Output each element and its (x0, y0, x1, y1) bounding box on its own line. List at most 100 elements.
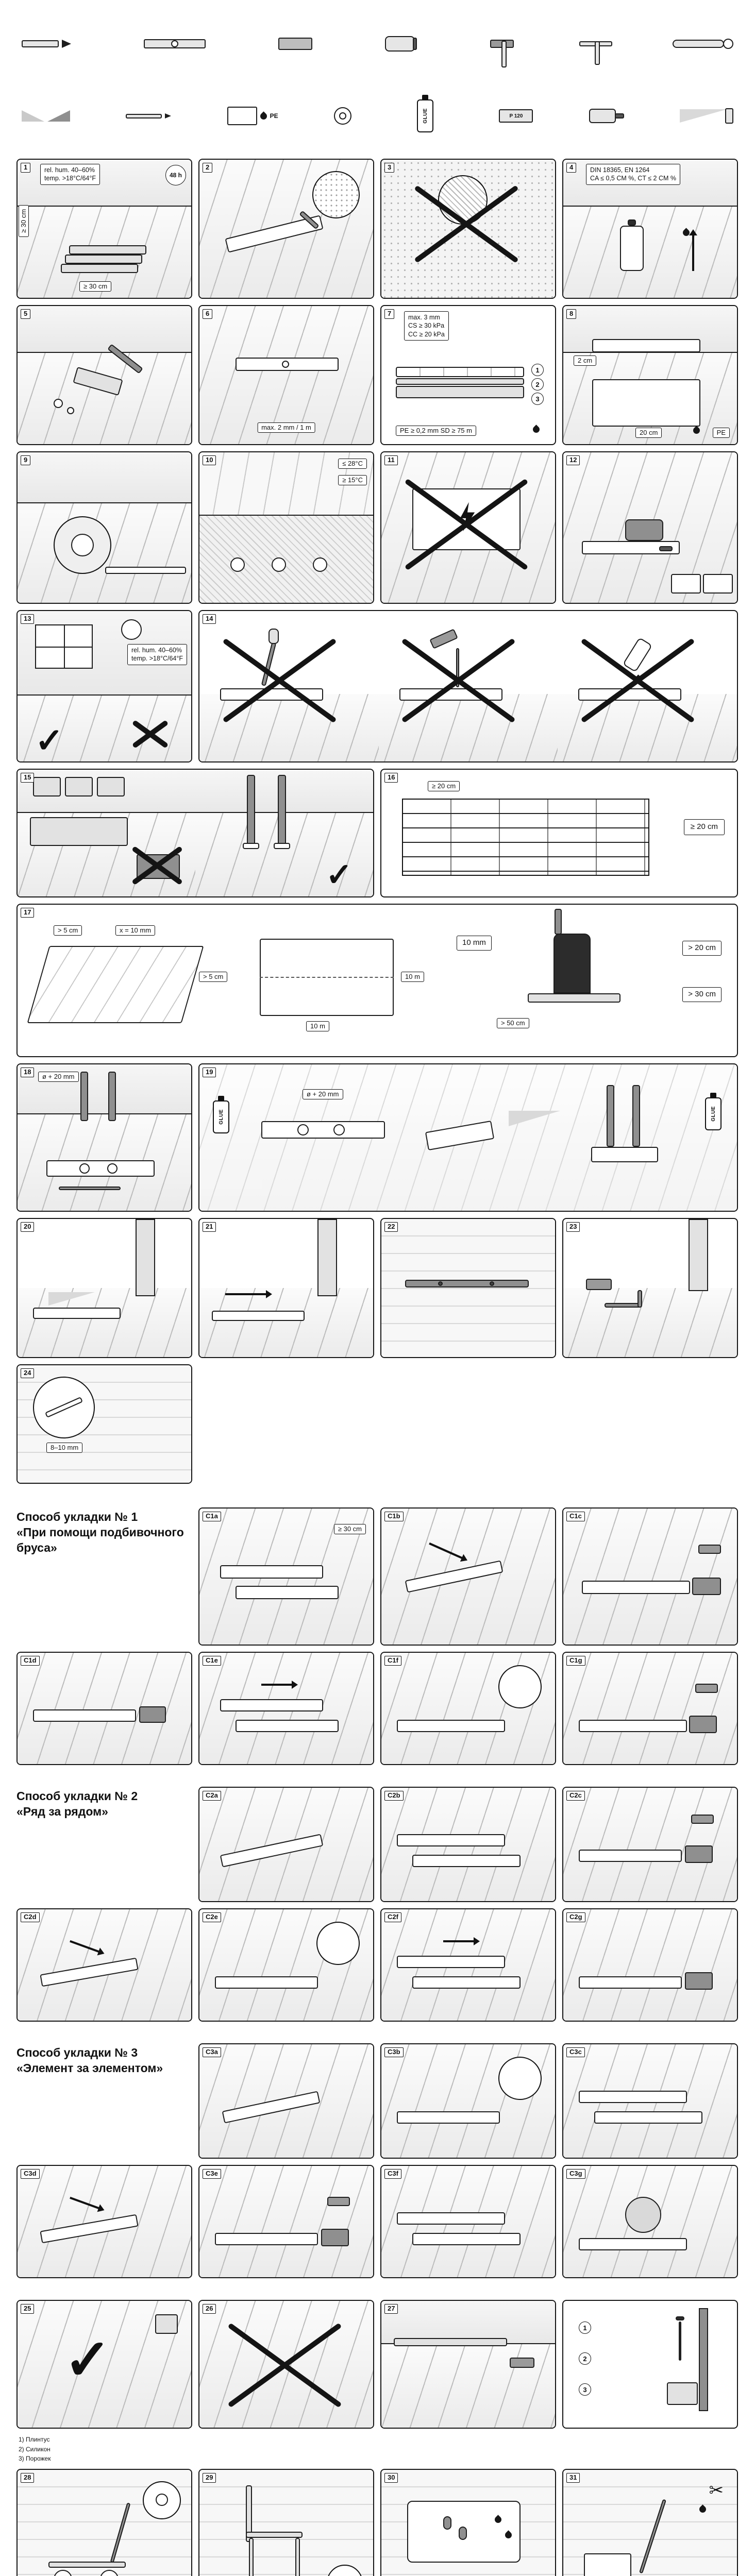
window (35, 624, 93, 669)
tapping-block-icon (685, 1845, 713, 1863)
panel-number: 20 (21, 1222, 35, 1232)
plank-gauge (33, 1308, 121, 1319)
cross-mark-icon (225, 2321, 344, 2409)
pe-film-up-wall (592, 339, 700, 352)
method-1-step-panel: C1g (562, 1652, 738, 1765)
plank (397, 1834, 505, 1846)
panel-18-pipe-holes: 18 ø + 20 mm (16, 1063, 192, 1212)
plank (236, 1586, 339, 1599)
plank (412, 1976, 521, 1989)
legend-line-2: 2) Силикон (19, 2445, 51, 2453)
pe-film-sheet (592, 379, 700, 427)
flooring-package (61, 264, 138, 273)
panel-21-slide-under-frame: 21 (198, 1218, 374, 1358)
try-square-icon (579, 18, 612, 70)
callout-3: 3 (579, 2383, 591, 2396)
tools-row-1 (16, 13, 739, 74)
sandpaper-label: P 120 (509, 113, 523, 119)
detail-lens (498, 2057, 542, 2100)
sanding-block-icon: P 120 (499, 90, 533, 142)
plank (397, 1956, 505, 1968)
bottle-cap (628, 219, 636, 226)
section-2-subtitle: «Ряд за рядом» (16, 1804, 108, 1818)
fitted-plank (591, 1147, 658, 1162)
panel-19-glue-around-pipes: 19 GLUE ø + 20 mm GLUE (198, 1063, 738, 1212)
panel-number: 29 (203, 2472, 216, 2483)
step-tag: C3b (384, 2047, 404, 2057)
stove-distance-label: > 30 cm (682, 987, 722, 1002)
panel-14-forbidden-fixings: 14 (198, 610, 738, 762)
saw-direction-pictogram (703, 574, 733, 594)
panel-22-threshold-profile: 22 (380, 1218, 556, 1358)
plank (236, 1720, 339, 1732)
panel-28-floor-protection: 28 (16, 2468, 192, 2576)
slide-arrow-icon (443, 1937, 480, 1945)
panel-number: 7 (384, 309, 395, 319)
step-tag: C3e (203, 2169, 221, 2179)
tools-row-2: PE GLUE P 120 (16, 86, 739, 146)
check-mark-icon: ✓ (35, 721, 64, 759)
section-3-heading: Способ укладки № 3 «Элемент за элементом… (16, 2043, 192, 2159)
method-1-step-panel: C1d (16, 1652, 192, 1765)
kitchen-counter (30, 817, 128, 846)
panel-number: 22 (384, 1222, 398, 1232)
slide-arrow-icon (225, 1290, 272, 1298)
cross-mark-icon (399, 632, 518, 730)
method-1-step-panel: C1a ≥ 30 cm (198, 1507, 374, 1646)
panel-number: 14 (203, 614, 216, 624)
door-jamb (689, 1219, 708, 1291)
panel-number: 16 (384, 773, 398, 783)
wall-section (699, 2308, 708, 2411)
plank (579, 2238, 687, 2250)
drilled-hole (297, 1124, 309, 1136)
panel-number: 31 (566, 2472, 580, 2483)
plank (33, 1709, 136, 1722)
gap-label: > 5 cm (54, 925, 82, 936)
cross-mark-icon (220, 632, 339, 730)
room-length-label: 10 m (306, 1021, 329, 1032)
section-2-heading: Способ укладки № 2 «Ряд за рядом» (16, 1787, 192, 1902)
callout-1: 1 (579, 2321, 591, 2334)
plank (397, 2111, 500, 2124)
drilled-hole (79, 1163, 90, 1174)
step-tag: C2d (21, 1912, 40, 1922)
method-1-step-panel: C1f (380, 1652, 556, 1765)
hammer-head (695, 1684, 718, 1693)
tapping-block-icon (692, 1578, 721, 1595)
screw-head (490, 1281, 494, 1286)
cross-mark-icon (578, 632, 697, 730)
callout-2: 2 (579, 2352, 591, 2365)
panel-12-sawing: 12 (562, 451, 738, 604)
scissors-icon: ✂ (709, 2480, 724, 2500)
hole-diameter-label: ø + 20 mm (303, 1089, 343, 1100)
method-3-step-panel: C3f (380, 2165, 556, 2278)
layer-underlay (396, 378, 524, 385)
panel-10-underfloor-heating: 10 ≤ 28°C ≥ 15°C (198, 451, 374, 604)
saw-direction-pictogram (671, 574, 701, 594)
climate-infobox: rel. hum. 40–60% temp. >18°C/64°F (127, 644, 187, 665)
no-nails-cell (378, 611, 558, 761)
gap-size-label: 8–10 mm (46, 1443, 83, 1453)
panel-number: 23 (566, 1222, 580, 1232)
panel-31-damp-cleaning: 31 ✂ (562, 2468, 738, 2576)
panel-number: 18 (21, 1067, 35, 1077)
gap-label: > 5 cm (199, 972, 228, 982)
magnifier-lens-icon (312, 171, 360, 218)
step-tag: C3c (566, 2047, 585, 2057)
panel-5-remove-residue: 5 (16, 305, 192, 445)
pipe-collar (274, 843, 290, 849)
step-tag: C2c (566, 1791, 585, 1801)
door-jamb (317, 1219, 337, 1296)
layer-flooring (396, 367, 524, 377)
plank (215, 1976, 318, 1989)
utility-knife-icon (22, 18, 71, 70)
stove-distance-label: > 20 cm (682, 941, 722, 956)
panel-number: 26 (203, 2304, 216, 2314)
panel-7-underlay-specs: 7 max. 3 mm CS ≥ 30 kPa CC ≥ 20 kPa 1 2 … (380, 305, 556, 445)
bucket (155, 2314, 178, 2334)
method-3-step-panel: C3c (562, 2043, 738, 2159)
distance-label: ≥ 30 cm (79, 281, 112, 292)
gap-formula-label: x = 10 mm (115, 925, 156, 936)
handsaw-icon (679, 90, 733, 142)
